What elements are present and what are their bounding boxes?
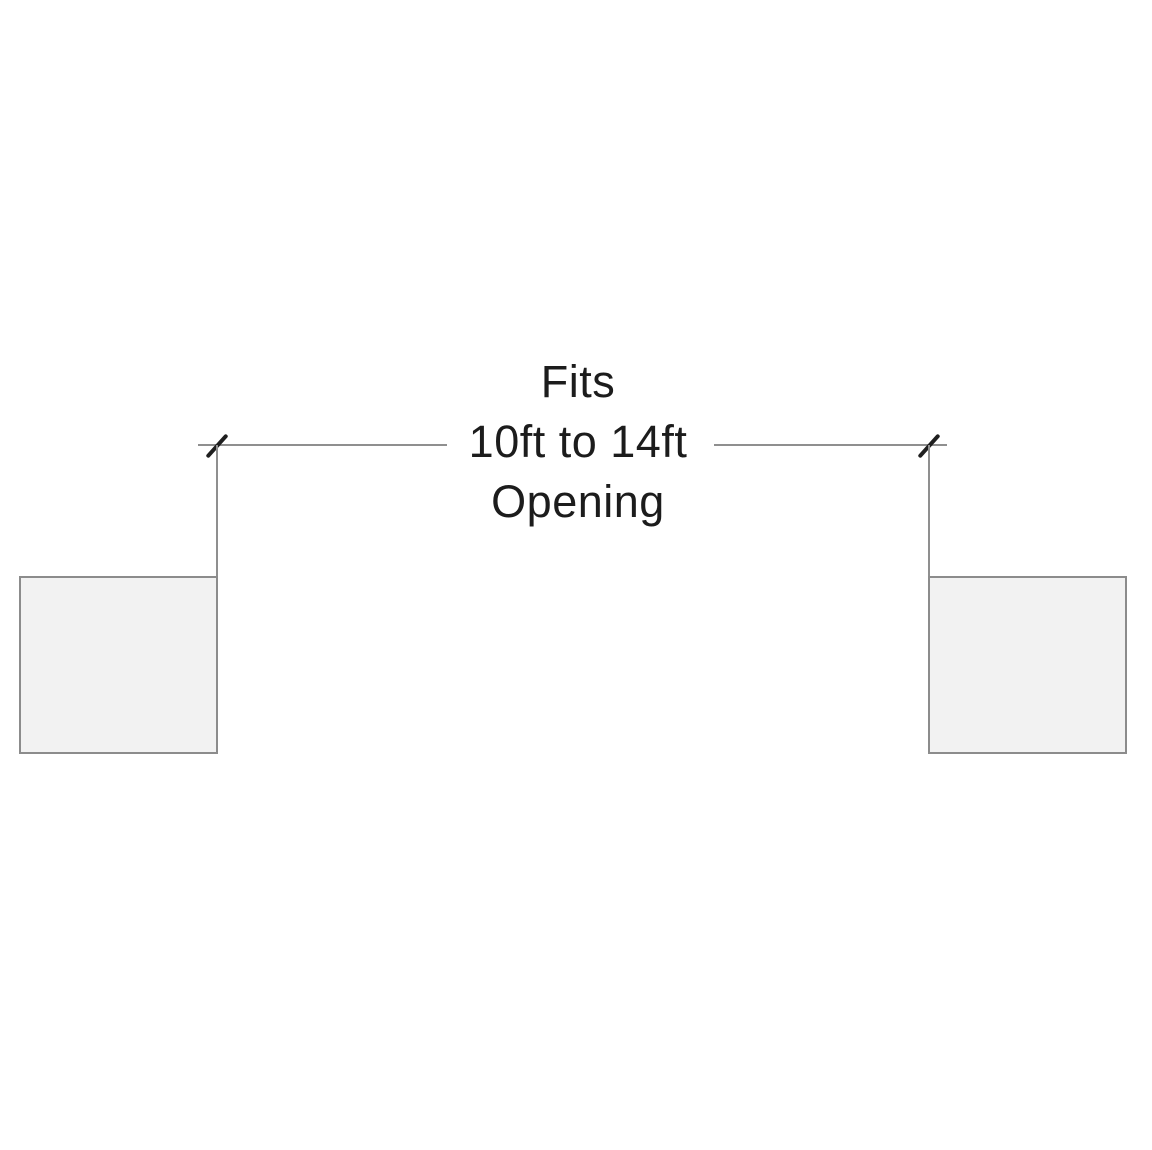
dimension-label-line-3: Opening bbox=[491, 476, 665, 527]
left-wall-block bbox=[19, 576, 218, 754]
left-extension-line bbox=[216, 445, 218, 577]
dimension-line-right-segment bbox=[714, 444, 947, 446]
dimension-label: Fits 10ft to 14ft Opening bbox=[469, 352, 688, 532]
right-extension-line bbox=[928, 445, 930, 577]
dimension-label-line-2: 10ft to 14ft bbox=[468, 416, 688, 467]
right-wall-block bbox=[928, 576, 1127, 754]
dimension-line-left-segment bbox=[198, 444, 447, 446]
dimension-label-line-1: Fits bbox=[540, 356, 616, 407]
